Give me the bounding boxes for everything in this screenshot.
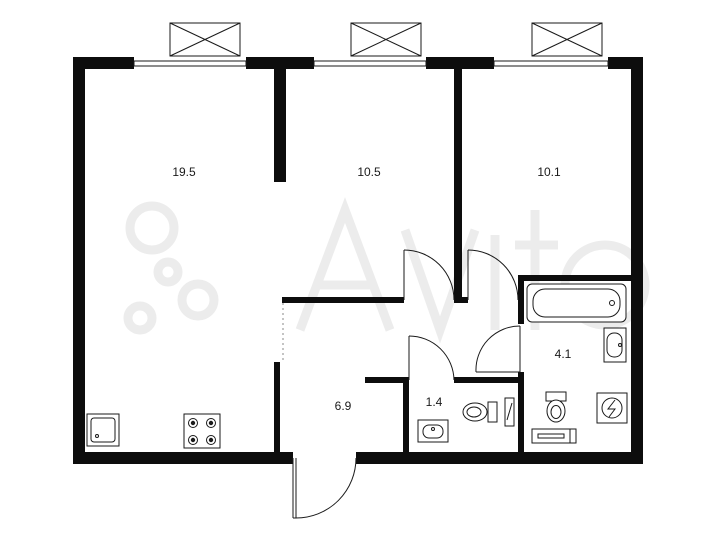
bathtub-icon (526, 283, 627, 323)
bathroom-cabinet (531, 428, 577, 444)
window-icon[interactable] (313, 22, 427, 67)
window-icon[interactable] (133, 22, 247, 67)
room-area-toilet: 1.4 (426, 395, 443, 409)
toilet-icon (462, 401, 498, 423)
washing-machine-icon (596, 392, 628, 424)
room-area-hallway: 6.9 (335, 399, 352, 413)
room-area-bathroom: 4.1 (555, 347, 572, 361)
room-area-living-kitchen: 19.5 (172, 165, 196, 179)
stove-icon (183, 413, 221, 449)
entrance-door[interactable] (292, 457, 357, 519)
room-area-bedroom-right: 10.1 (537, 165, 561, 179)
door-swing-icon[interactable] (467, 249, 519, 301)
window-icon[interactable] (493, 22, 609, 67)
room-area-bedroom-middle: 10.5 (357, 165, 381, 179)
washbasin-icon (417, 419, 449, 443)
wall-fixture (504, 397, 515, 427)
door-swing-icon[interactable] (475, 325, 521, 373)
exterior-walls (73, 57, 643, 464)
toilet-icon (545, 391, 567, 423)
washbasin-icon (603, 327, 627, 363)
interior-walls (274, 69, 643, 452)
kitchen-sink-icon (86, 413, 120, 447)
door-swing-icon[interactable] (403, 249, 455, 301)
door-swing-icon[interactable] (408, 335, 455, 381)
